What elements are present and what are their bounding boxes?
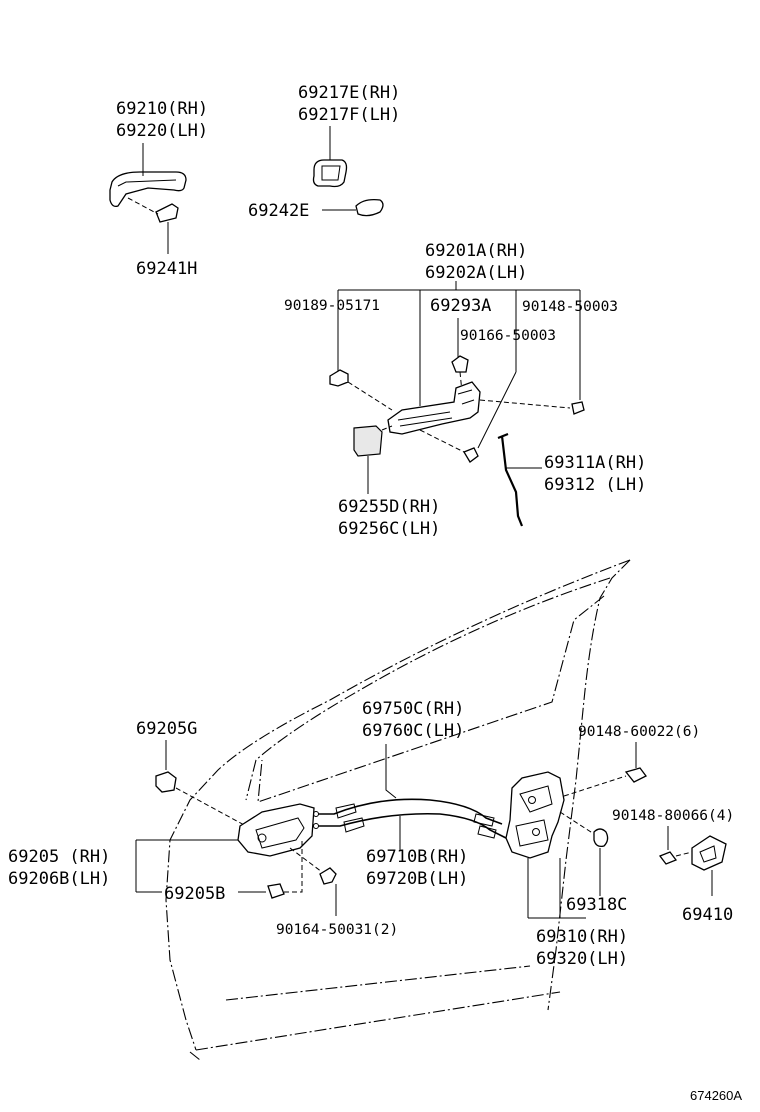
label-69206b: 69206B(LH) — [8, 869, 110, 889]
label-90148-50003: 90148-50003 — [522, 299, 618, 315]
label-69201a: 69201A(RH) — [425, 241, 527, 261]
label-69310: 69310(RH) — [536, 927, 628, 947]
label-90166: 90166-50003 — [460, 328, 556, 344]
label-90148-80066: 90148-80066(4) — [612, 808, 734, 824]
label-69241h: 69241H — [136, 259, 197, 279]
clip-90189 — [329, 369, 349, 387]
label-69760c: 69760C(LH) — [362, 721, 464, 741]
label-69410: 69410 — [682, 905, 733, 925]
label-69202a: 69202A(LH) — [425, 263, 527, 283]
label-69205g: 69205G — [136, 719, 197, 739]
handle-cover-69217 — [312, 159, 348, 188]
bolt-90148-50003 — [571, 401, 585, 415]
label-90148-60022: 90148-60022(6) — [578, 724, 700, 740]
screw-90148-80066 — [658, 851, 678, 865]
label-69720b: 69720B(LH) — [366, 869, 468, 889]
label-69242e: 69242E — [248, 201, 309, 221]
label-69255d: 69255D(RH) — [338, 497, 440, 517]
label-69311a: 69311A(RH) — [544, 453, 646, 473]
label-69710b: 69710B(RH) — [366, 847, 468, 867]
inside-handle-69205 — [237, 803, 315, 857]
label-69293a: 69293A — [430, 296, 491, 316]
bolt-90148-60022 — [624, 767, 647, 783]
label-90164: 90164-50031(2) — [276, 922, 398, 938]
label-90189: 90189-05171 — [284, 298, 380, 314]
handle-frame-group: 69201A(RH) 69202A(LH) 90189-05171 69293A… — [284, 241, 646, 539]
lock-assembly-group: 69205G 69205 (RH) 69206B(LH) 69205B 9016… — [8, 699, 734, 969]
handle-cover-group: 69217E(RH) 69217F(LH) 69242E — [248, 83, 400, 221]
figure-id: 674260A — [690, 1088, 742, 1103]
label-69318c: 69318C — [566, 895, 627, 915]
striker-69410 — [691, 835, 727, 871]
handle-frame — [387, 381, 481, 435]
door-outline — [165, 559, 631, 1061]
handle-pad-69241h — [155, 203, 179, 223]
rod-69311a — [497, 432, 524, 527]
label-69205: 69205 (RH) — [8, 847, 110, 867]
screw-90164 — [319, 867, 337, 885]
screw-69205b — [267, 883, 285, 899]
label-69312: 69312 (LH) — [544, 475, 646, 495]
outside-handle-group: 69210(RH) 69220(LH) 69241H — [109, 99, 208, 279]
pad-69242e — [355, 198, 384, 217]
label-69220: 69220(LH) — [116, 121, 208, 141]
label-69256c: 69256C(LH) — [338, 519, 440, 539]
block-69255d — [353, 425, 383, 457]
label-69320: 69320(LH) — [536, 949, 628, 969]
clip-69293a — [451, 355, 469, 373]
grommet-69318c — [593, 828, 609, 848]
cable-69750c — [318, 798, 503, 825]
label-69210: 69210(RH) — [116, 99, 208, 119]
outside-handle — [109, 171, 187, 208]
label-69750c: 69750C(RH) — [362, 699, 464, 719]
clip-69205g — [155, 771, 177, 793]
label-69205b: 69205B — [164, 884, 225, 904]
label-69217f: 69217F(LH) — [298, 105, 400, 125]
cable-69710b — [318, 812, 507, 839]
door-lock-69310 — [505, 771, 565, 859]
label-69217e: 69217E(RH) — [298, 83, 400, 103]
screw-90166 — [463, 447, 479, 463]
